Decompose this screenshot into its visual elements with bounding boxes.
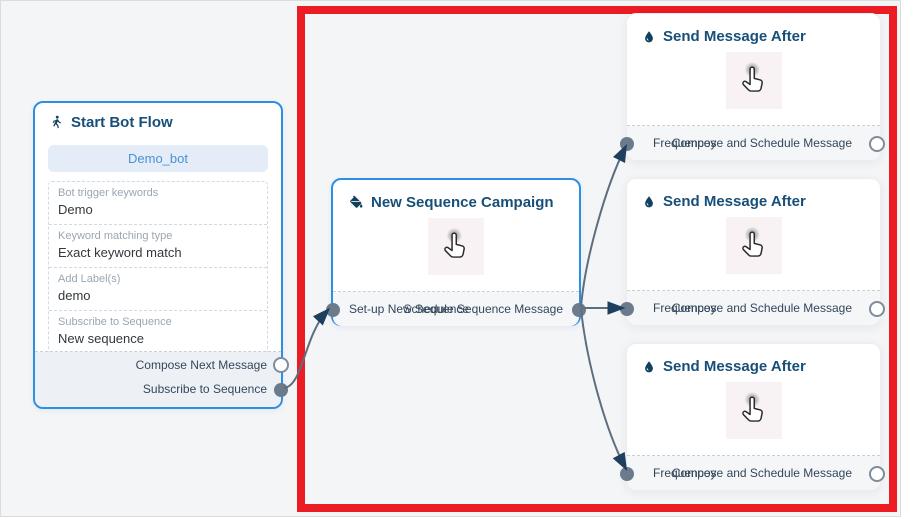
output-label-compose-next-message: Compose Next Message [135, 358, 267, 372]
campaign-node-footer: Set-up New Sequence Schedule Sequence Me… [333, 292, 579, 326]
field-label: Subscribe to Sequence [58, 316, 172, 328]
node-footer-separator [627, 290, 880, 291]
output-port-compose-and-schedule[interactable] [869, 136, 885, 152]
campaign-node-title: New Sequence Campaign [371, 194, 554, 211]
field-label: Keyword matching type [58, 230, 173, 242]
start-bot-flow-node[interactable]: Start Bot Flow Demo_bot Bot trigger keyw… [33, 101, 289, 409]
paint-bucket-icon [350, 195, 363, 208]
campaign-node-header: New Sequence Campaign [348, 194, 554, 211]
output-label-compose-and-schedule: Compose and Schedule Message [671, 136, 852, 150]
edge-subscribe-to-campaign[interactable] [283, 307, 331, 389]
field-keyword-matching-type[interactable]: Keyword matching type Exact keyword matc… [49, 225, 267, 268]
send-message-after-node[interactable]: Send Message After Frequencey Compose an… [620, 343, 885, 491]
node-footer-separator [627, 455, 880, 456]
output-label-compose-and-schedule: Compose and Schedule Message [671, 466, 852, 480]
send-node-title: Send Message After [663, 358, 806, 375]
field-value: Demo [58, 202, 93, 217]
send-node-click-area[interactable] [725, 217, 782, 274]
field-add-labels[interactable]: Add Label(s) demo [49, 268, 267, 311]
node-footer-separator [333, 291, 579, 292]
field-bot-trigger-keywords[interactable]: Bot trigger keywords Demo [49, 182, 267, 225]
send-node-click-area[interactable] [725, 52, 782, 109]
field-value: New sequence [58, 331, 144, 346]
water-drop-icon [645, 30, 653, 42]
new-sequence-campaign-node[interactable]: New Sequence Campaign Set-up New Sequenc… [326, 178, 586, 326]
input-port-frequencey[interactable] [620, 302, 634, 316]
output-port-compose-and-schedule[interactable] [869, 301, 885, 317]
output-label-subscribe-to-sequence: Subscribe to Sequence [142, 382, 267, 396]
send-node-click-area[interactable] [725, 382, 782, 439]
input-port-setup-new-sequence[interactable] [326, 303, 340, 317]
input-label-frequencey: Frequencey [653, 301, 717, 315]
click-hand-icon [741, 391, 763, 422]
input-label-setup-new-sequence: Set-up New Sequence [349, 302, 470, 316]
send-node-title: Send Message After [663, 28, 806, 45]
water-drop-icon [645, 195, 653, 207]
field-value: Exact keyword match [58, 245, 182, 260]
input-label-frequencey: Frequencey [653, 466, 717, 480]
send-node-header: Send Message After [642, 358, 806, 375]
output-label-schedule-sequence-message: Schedule Sequence Message [403, 302, 563, 316]
start-node-footer: Compose Next Message Subscribe to Sequen… [35, 352, 281, 407]
edge-campaign-to-send-1[interactable] [580, 143, 628, 308]
start-node-title: Start Bot Flow [71, 114, 173, 131]
output-port-subscribe-to-sequence[interactable] [274, 383, 288, 397]
output-port-schedule-sequence-message[interactable] [572, 303, 586, 317]
send-node-footer: Frequencey Compose and Schedule Message [627, 291, 880, 325]
walking-person-icon [52, 115, 61, 129]
field-label: Add Label(s) [58, 273, 121, 285]
node-footer-separator [35, 351, 281, 352]
field-subscribe-to-sequence[interactable]: Subscribe to Sequence New sequence [49, 311, 267, 353]
field-value: demo [58, 288, 91, 303]
send-node-footer: Frequencey Compose and Schedule Message [627, 126, 880, 160]
click-hand-icon [444, 227, 465, 258]
click-hand-icon [741, 61, 763, 92]
bot-name-button[interactable]: Demo_bot [48, 145, 268, 172]
campaign-click-area[interactable] [428, 218, 484, 275]
send-node-footer: Frequencey Compose and Schedule Message [627, 456, 880, 490]
node-footer-separator [627, 125, 880, 126]
output-label-compose-and-schedule: Compose and Schedule Message [671, 301, 852, 315]
input-port-frequencey[interactable] [620, 467, 634, 481]
send-node-header: Send Message After [642, 28, 806, 45]
output-port-compose-and-schedule[interactable] [869, 466, 885, 482]
input-port-frequencey[interactable] [620, 137, 634, 151]
click-hand-icon [741, 226, 763, 257]
send-message-after-node[interactable]: Send Message After Frequencey Compose an… [620, 13, 885, 161]
input-label-frequencey: Frequencey [653, 136, 717, 150]
send-node-title: Send Message After [663, 193, 806, 210]
start-node-header: Start Bot Flow [49, 114, 173, 131]
send-node-header: Send Message After [642, 193, 806, 210]
edge-campaign-to-send-3[interactable] [580, 308, 628, 471]
send-message-after-node[interactable]: Send Message After Frequencey Compose an… [620, 178, 885, 326]
output-port-compose-next-message[interactable] [273, 357, 289, 373]
start-node-fields: Bot trigger keywords Demo Keyword matchi… [48, 181, 268, 354]
water-drop-icon [645, 360, 653, 372]
field-label: Bot trigger keywords [58, 187, 159, 199]
